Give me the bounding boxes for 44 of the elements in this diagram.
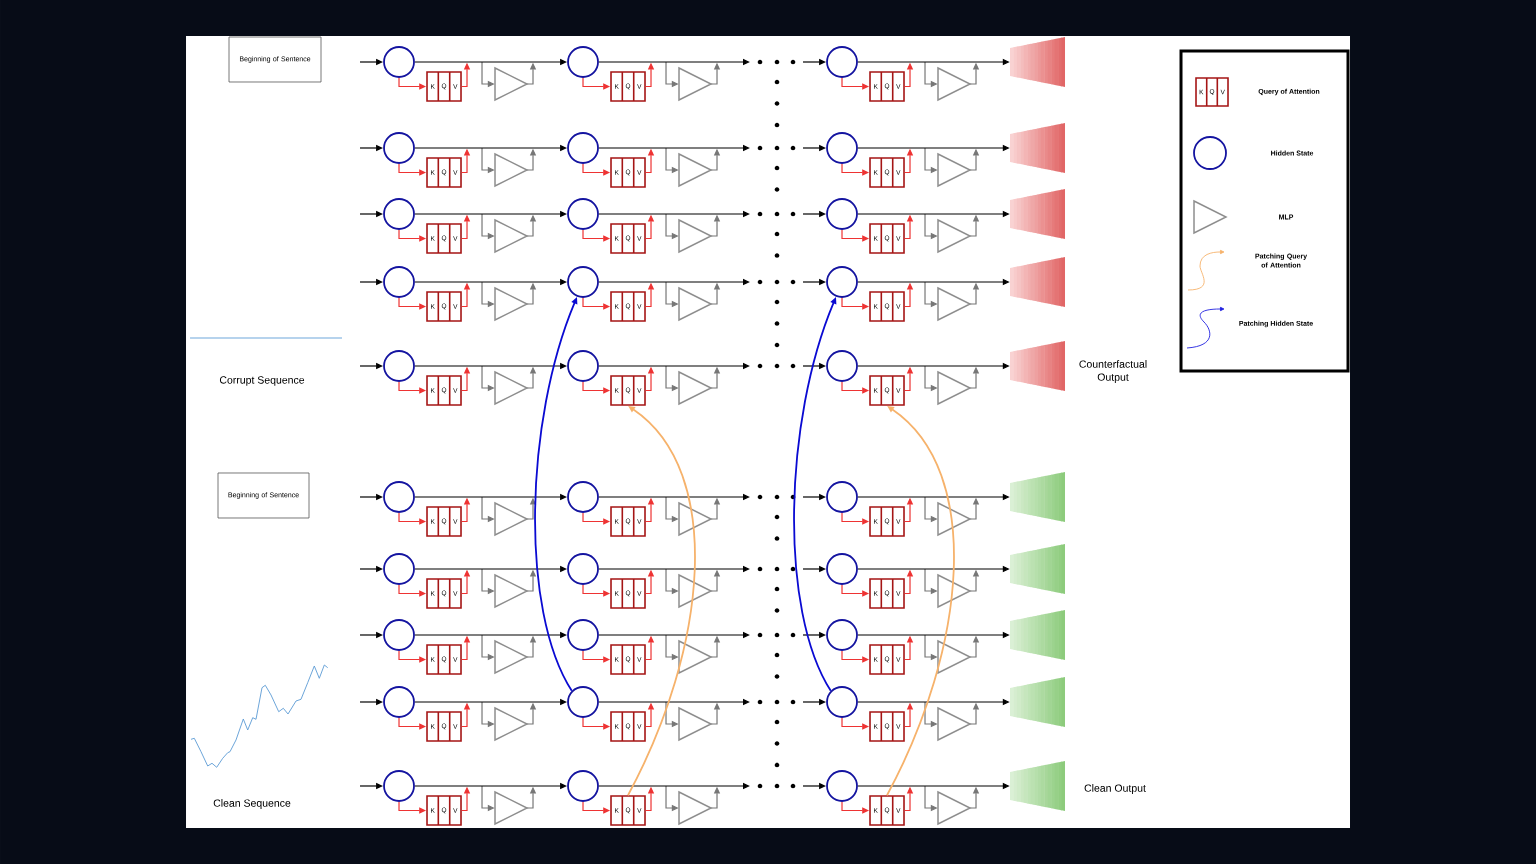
output-label: Clean Output: [1084, 784, 1146, 794]
circle: [383, 770, 415, 802]
circle: [826, 198, 858, 230]
circle: [826, 132, 858, 164]
trapezoid: [1010, 761, 1065, 811]
circle: [383, 46, 415, 78]
circle: [567, 46, 599, 78]
circle: [383, 619, 415, 651]
circle: [826, 481, 858, 513]
circle: [383, 686, 415, 718]
circle: [567, 266, 599, 298]
trapezoid: [1010, 257, 1065, 307]
trapezoid: [1010, 472, 1065, 522]
circle: [567, 132, 599, 164]
trapezoid: [1010, 189, 1065, 239]
circle: [826, 686, 858, 718]
circle: [567, 553, 599, 585]
trapezoid: [1010, 123, 1065, 173]
output-label: Counterfactual Output: [1079, 360, 1147, 383]
circle: [383, 553, 415, 585]
circle: [567, 481, 599, 513]
circle: [567, 350, 599, 382]
circle: [826, 266, 858, 298]
circle: [826, 553, 858, 585]
circle: [567, 770, 599, 802]
sequence-label: Corrupt Sequence: [219, 376, 305, 386]
circle: [383, 198, 415, 230]
circle: [826, 619, 858, 651]
trapezoid: [1010, 610, 1065, 660]
trapezoid: [1010, 544, 1065, 594]
circle: [383, 266, 415, 298]
trapezoid: [1010, 37, 1065, 87]
circle: [826, 46, 858, 78]
sequence-label: Clean Sequence: [213, 799, 291, 809]
circle: [826, 350, 858, 382]
trapezoid: [1010, 677, 1065, 727]
circle: [383, 350, 415, 382]
circle: [567, 686, 599, 718]
trapezoid: [1010, 341, 1065, 391]
circle: [567, 198, 599, 230]
circle: [567, 619, 599, 651]
circle: [383, 132, 415, 164]
circle: [383, 481, 415, 513]
circle: [826, 770, 858, 802]
